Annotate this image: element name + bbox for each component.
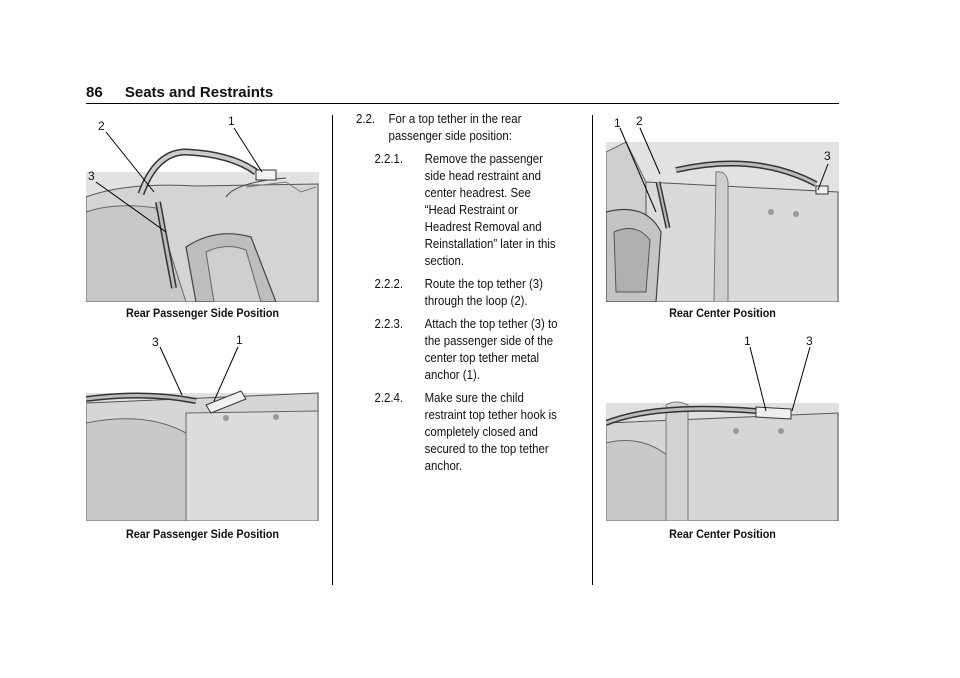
figure-caption: Rear Passenger Side Position [125, 306, 280, 320]
header-rule [86, 103, 839, 104]
section-title: Seats and Restraints [124, 84, 274, 101]
callout-3: 3 [152, 335, 159, 349]
callout-3: 3 [824, 149, 831, 163]
callout-1: 1 [614, 116, 621, 130]
figure-rear-passenger-side-2: 3 1 [86, 333, 319, 521]
instructions: 2.2. For a top tether in the rear passen… [356, 110, 563, 480]
step-2-2-3: 2.2.3. Attach the top tether (3) to the … [374, 316, 558, 382]
figure-rear-passenger-side-1: 2 1 3 [86, 112, 319, 302]
callout-1: 1 [744, 334, 751, 348]
callout-1: 1 [236, 333, 243, 347]
page-header: 86 Seats and Restraints [86, 84, 273, 101]
step-2-2: 2.2. For a top tether in the rear passen… [356, 111, 522, 143]
step-2-2-2: 2.2.2. Route the top tether (3) through … [374, 276, 543, 308]
step-2-2-4: 2.2.4. Make sure the child restraint top… [374, 390, 557, 473]
figure-rear-center-1: 1 2 3 [606, 112, 839, 302]
callout-2: 2 [636, 114, 643, 128]
figure-caption: Rear Passenger Side Position [125, 527, 280, 541]
callout-2: 2 [98, 119, 105, 133]
figure-caption: Rear Center Position [669, 306, 776, 320]
column-divider-right [592, 115, 593, 585]
seat-illustration: 3 1 [86, 333, 319, 521]
seat-illustration: 1 2 3 [606, 114, 839, 302]
step-2-2-1: 2.2.1. Remove the passenger side head re… [374, 151, 556, 268]
column-divider-left [332, 115, 333, 585]
page-number: 86 [86, 84, 103, 101]
callout-3: 3 [806, 334, 813, 348]
seat-illustration: 2 1 3 [86, 114, 319, 302]
seat-illustration: 1 3 [606, 334, 839, 521]
figure-caption: Rear Center Position [669, 527, 776, 541]
callout-3: 3 [88, 169, 95, 183]
figure-rear-center-2: 1 3 [606, 333, 839, 521]
callout-1: 1 [228, 114, 235, 128]
